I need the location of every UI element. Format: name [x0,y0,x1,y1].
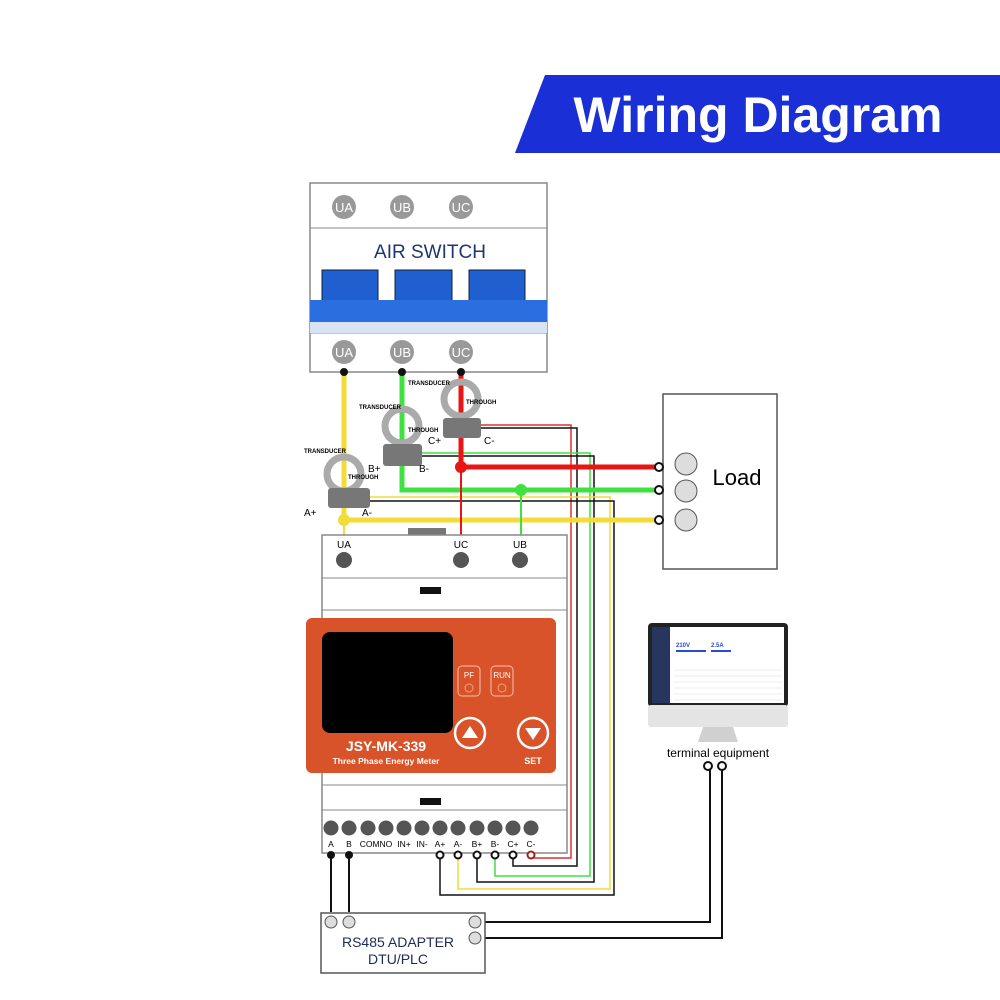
label-uc: UC [452,200,471,215]
wire-phase-b [399,372,660,493]
transducers-0-through-label: THROUGH [348,475,378,481]
wire-a-plus [340,500,615,896]
meter-inputs-2-label: UB [513,540,527,551]
wire-a-minus [357,496,611,890]
terminal-screen_values-1-label: 2.5A [711,643,724,649]
meter-terminals-8-label: B- [491,839,500,849]
transducers-1-minus-label: B- [419,464,429,475]
breaker-handle-c [468,269,526,303]
meter-terminal-block: A B COMNO IN+ IN- A+ A- B+ B- C+ C- [323,820,539,860]
breaker-handle-b [394,269,453,303]
meter-terminals-3-label: IN+ [397,839,411,849]
meter-set_label-label: SET [524,756,542,766]
transducers-2-plus-label: C+ [428,436,441,447]
energy-meter: UA UC UB PF RUN JSY-MK-339 Three Phase E… [306,528,568,854]
down-arrow-icon [525,728,541,740]
transducers-1-label-label: TRANSDUCER [359,405,402,411]
transducer-c: TRANSDUCER THROUGH C+ C- [408,378,496,447]
meter-inputs-0-label: UA [337,540,351,551]
terminal-screen_values-0-label: 210V [676,643,690,649]
transducers-2-label-label: TRANSDUCER [408,381,451,387]
transducers-1-plus-label: B+ [368,464,381,475]
meter-terminals-5-label: A+ [435,839,446,849]
meter-model: JSY-MK-339 [346,738,426,754]
meter-terminals-9-label: C+ [507,839,518,849]
label-ub-bottom: UB [393,345,411,360]
transducers-2-through-label: THROUGH [466,400,496,406]
transducers-0-plus-label: A+ [304,508,317,519]
terminal-ub-top [390,195,414,219]
pf-indicator: PF [464,671,474,680]
breaker-handle-a [321,269,379,303]
transducers-0-label-label: TRANSDUCER [304,449,347,455]
meter-subtitle: Three Phase Energy Meter [333,756,440,766]
transducer-b: TRANSDUCER THROUGH B+ B- [359,405,438,475]
banner-title: Wiring Diagram [573,87,942,143]
meter-terminals-4-label: IN- [416,839,428,849]
terminal-label: terminal equipment [667,746,770,760]
label-uc-bottom: UC [452,345,471,360]
transducer-a: TRANSDUCER THROUGH A+ A- [304,449,378,519]
load-label: Load [713,465,762,490]
meter-inputs-1-label: UC [454,540,468,551]
label-ua-bottom: UA [335,345,353,360]
air-switch-bottom-terminals: UA UB UC [332,340,473,364]
rs485-wires [330,768,723,939]
meter-terminals-0-label: A [328,839,334,849]
meter-terminals-6-label: A- [454,839,463,849]
meter-terminals-1-label: B [346,839,352,849]
wire-b-plus [397,455,595,883]
terminal-ua-top [332,195,356,219]
air-switch: UA UB UC AIR SWITCH UA UB UC [309,182,548,373]
rs485-adapter: RS485 ADAPTER DTU/PLC [320,912,486,974]
wire-c-plus [459,427,578,867]
transducers-0-minus-label: A- [362,508,372,519]
air-switch-top-terminals: UA UB UC [332,195,473,219]
meter-display [322,632,453,733]
terminal-uc-top [449,195,473,219]
transducers-1-through-label: THROUGH [408,428,438,434]
label-ua: UA [335,200,353,215]
banner-background [515,75,1000,153]
wire-b-minus [415,452,591,877]
meter-terminals-2-label: COMNO [360,839,393,849]
meter-terminals-10-label: C- [527,839,536,849]
air-switch-title: AIR SWITCH [374,242,486,263]
meter-terminals-7-label: B+ [472,839,483,849]
load-box: Load [654,393,778,570]
down-set-button[interactable] [516,716,550,750]
label-ub: UB [393,200,411,215]
transducers-2-minus-label: C- [484,436,495,447]
adapter-line2: DTU/PLC [368,951,428,967]
up-arrow-icon [462,726,478,738]
up-button[interactable] [453,716,487,750]
terminal-equipment: 210V 2.5A terminal equipment [648,623,788,760]
adapter-line1: RS485 ADAPTER [342,934,454,950]
run-indicator: RUN [493,671,511,680]
